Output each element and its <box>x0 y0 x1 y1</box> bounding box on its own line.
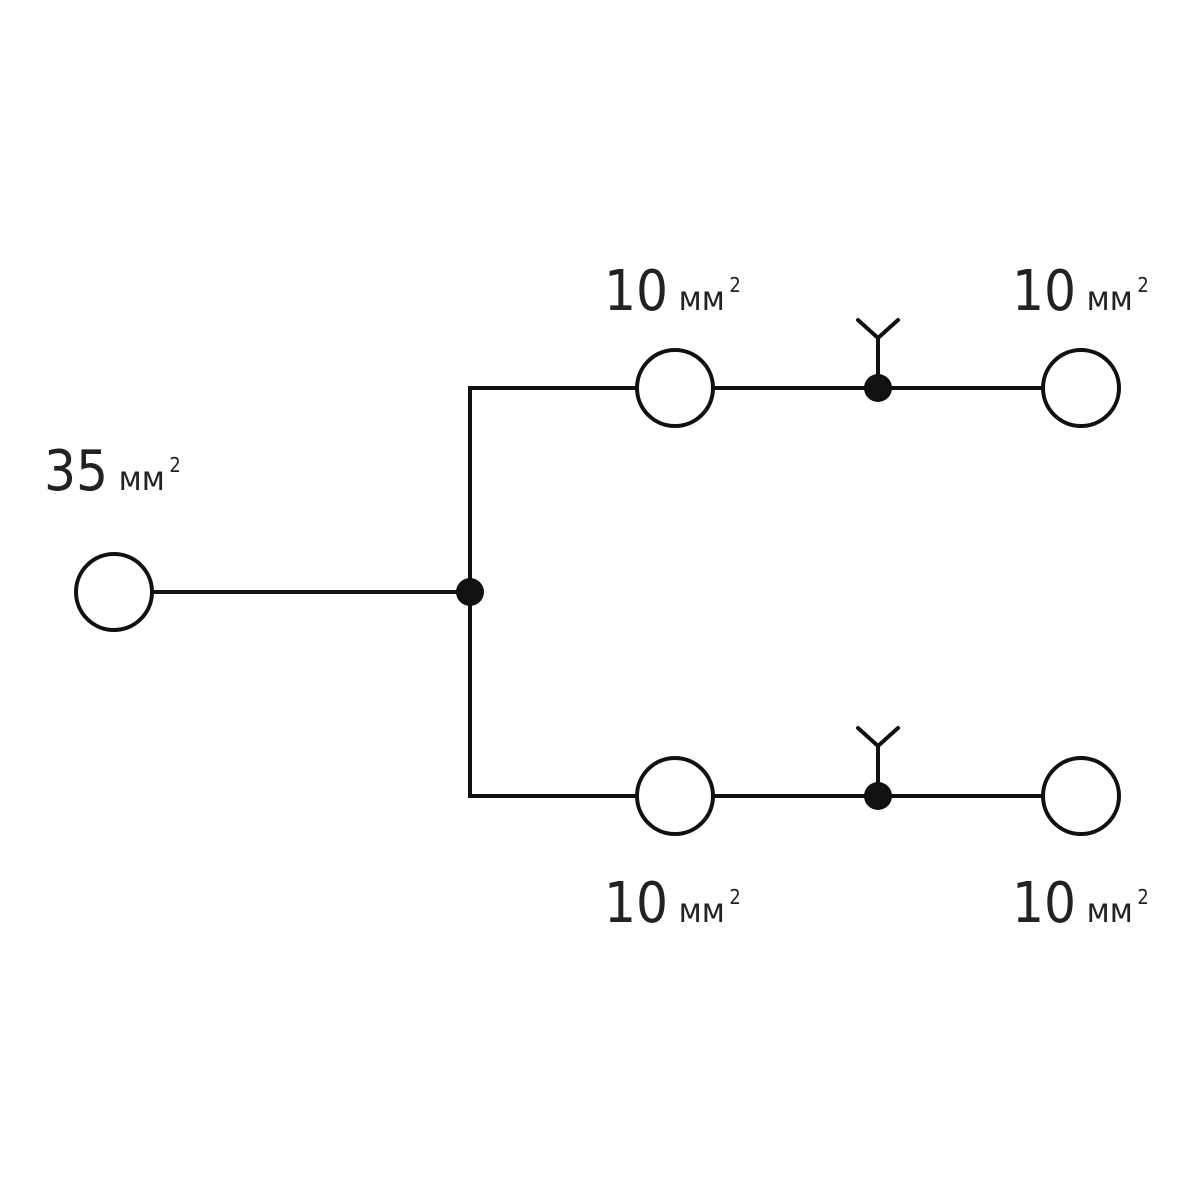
bottom-right-terminal-icon <box>1041 756 1121 836</box>
bottom-left-terminal-icon <box>635 756 715 836</box>
bottom-left-cross-section-label: 10 мм 2 <box>604 871 741 936</box>
top-left-cross-section-label: 10 мм 2 <box>604 259 741 324</box>
top-junction-dot-icon <box>864 374 892 402</box>
top-right-terminal-icon <box>1041 348 1121 428</box>
input-cross-section-label: 35 мм 2 <box>44 439 181 504</box>
input-terminal-icon <box>74 552 154 632</box>
top-left-terminal-icon <box>635 348 715 428</box>
top-right-cross-section-label: 10 мм 2 <box>1012 259 1149 324</box>
main-junction-dot-icon <box>456 578 484 606</box>
bottom-junction-dot-icon <box>864 782 892 810</box>
bottom-right-cross-section-label: 10 мм 2 <box>1012 871 1149 936</box>
